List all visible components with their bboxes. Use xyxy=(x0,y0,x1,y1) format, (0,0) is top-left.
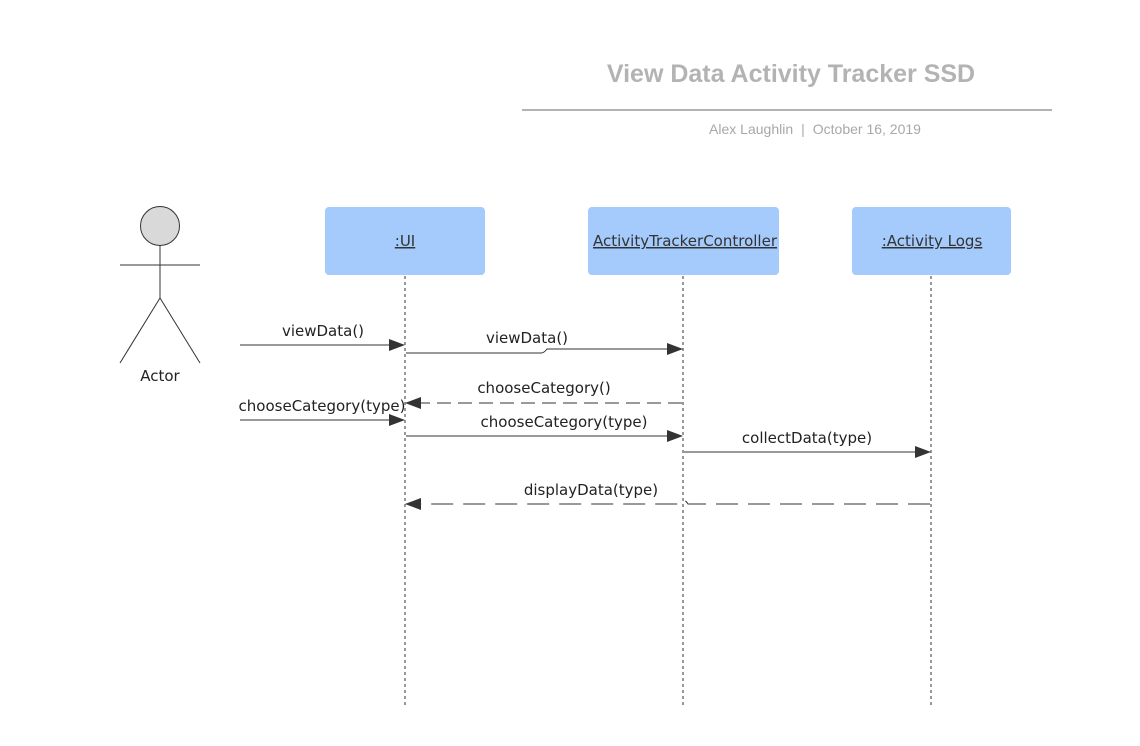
message-1-label: viewData() xyxy=(282,322,364,340)
lifeline-ui-label: :UI xyxy=(395,232,415,250)
lifeline-logs-box[interactable] xyxy=(852,207,1011,275)
message-2-arrow[interactable] xyxy=(406,343,683,355)
lifeline-logs-label: :Activity Logs xyxy=(882,232,983,250)
diagram-title: View Data Activity Tracker SSD xyxy=(607,60,975,88)
actor-figure xyxy=(119,206,201,364)
actor-left-leg xyxy=(119,297,161,364)
message-3-label: chooseCategory() xyxy=(477,379,610,397)
lifeline-ui-box[interactable] xyxy=(325,207,485,275)
actor-right-leg xyxy=(159,297,201,364)
message-4-label: chooseCategory(type) xyxy=(239,397,406,415)
lifeline-controller-box[interactable] xyxy=(588,207,779,275)
diagram-date: October 16, 2019 xyxy=(813,121,921,137)
author-separator: | xyxy=(801,121,805,137)
lifeline-controller-label: ActivityTrackerController xyxy=(593,232,778,250)
message-7-arrow[interactable] xyxy=(405,498,930,510)
author-line: Alex Laughlin | October 16, 2019 xyxy=(709,121,921,137)
message-5-label: chooseCategory(type) xyxy=(481,413,648,431)
message-2-label: viewData() xyxy=(486,329,568,347)
message-7-label: displayData(type) xyxy=(524,481,658,499)
author-name: Alex Laughlin xyxy=(709,121,793,137)
message-6-label: collectData(type) xyxy=(742,429,872,447)
actor-head xyxy=(140,206,180,246)
actor-label: Actor xyxy=(140,367,180,385)
